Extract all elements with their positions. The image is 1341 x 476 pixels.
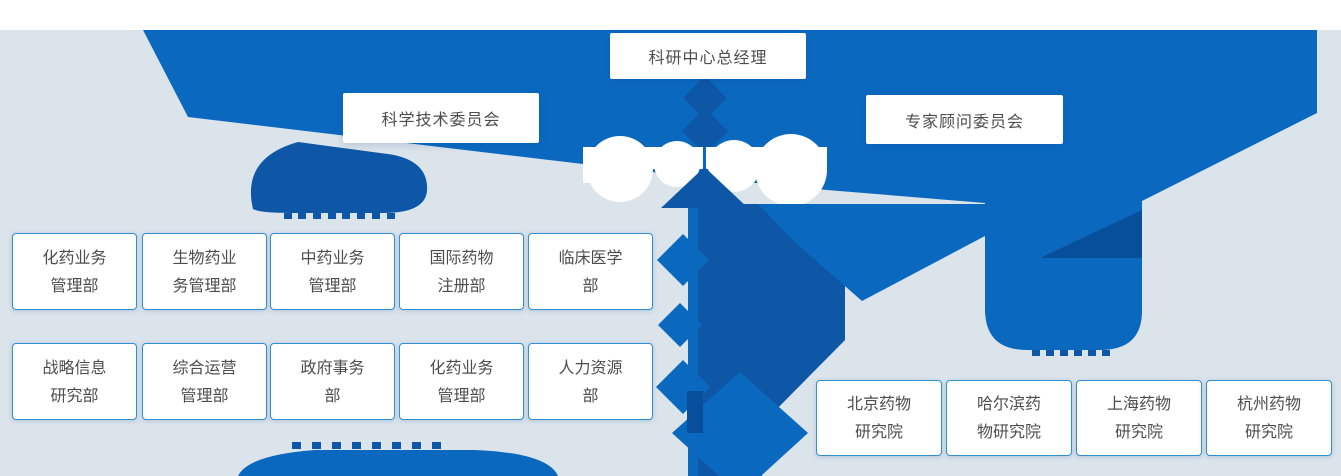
banner-dark-wedge bbox=[1040, 210, 1142, 258]
dept-box-row1-4: 国际药物 注册部 bbox=[399, 233, 524, 310]
dept-label-line1: 综合运营 bbox=[172, 357, 237, 377]
cloud-apex-triangle bbox=[661, 167, 748, 208]
dept-label-line2: 务管理部 bbox=[172, 275, 237, 295]
node-label: 科学技术委员会 bbox=[381, 110, 501, 129]
dept-box-row2-3: 政府事务 部 bbox=[270, 343, 395, 420]
institute-label-line2: 研究院 bbox=[1114, 422, 1163, 441]
institute-label-line1: 哈尔滨药 bbox=[976, 394, 1041, 413]
dept-label-line2: 注册部 bbox=[437, 275, 486, 295]
dept-box-row1-5: 临床医学 部 bbox=[528, 233, 653, 310]
institute-box-1: 北京药物 研究院 bbox=[816, 380, 942, 456]
dept-label-line1: 政府事务 bbox=[300, 357, 365, 377]
institute-box-3: 上海药物 研究院 bbox=[1076, 380, 1202, 456]
dept-label-line1: 人力资源 bbox=[558, 357, 623, 377]
cloud-shape-left bbox=[250, 142, 428, 213]
institute-label-line1: 北京药物 bbox=[846, 394, 911, 413]
node-label: 科研中心总经理 bbox=[648, 48, 768, 67]
dept-label-line2: 部 bbox=[582, 385, 599, 405]
node-science-tech-committee: 科学技术委员会 bbox=[343, 93, 539, 143]
dept-label-line2: 管理部 bbox=[50, 275, 99, 295]
dept-label-line1: 生物药业 bbox=[172, 247, 237, 267]
institute-box-4: 杭州药物 研究院 bbox=[1206, 380, 1332, 456]
dept-box-row2-1: 战略信息 研究部 bbox=[12, 343, 137, 420]
dept-box-row2-5: 人力资源 部 bbox=[528, 343, 653, 420]
cloud-left-serration bbox=[284, 213, 395, 219]
bottom-diamond bbox=[672, 372, 808, 476]
dept-label-line2: 管理部 bbox=[308, 275, 357, 295]
institute-label-line2: 物研究院 bbox=[976, 422, 1041, 441]
institute-label-line1: 上海药物 bbox=[1106, 394, 1171, 413]
dept-box-row1-2: 生物药业 务管理部 bbox=[142, 233, 267, 310]
institute-label-line1: 杭州药物 bbox=[1236, 394, 1301, 413]
dome-serration bbox=[292, 442, 441, 449]
dept-box-row2-4: 化药业务 管理部 bbox=[399, 343, 524, 420]
top-white-strip bbox=[0, 0, 1341, 30]
dept-label-line2: 管理部 bbox=[180, 385, 229, 405]
institute-label-line2: 研究院 bbox=[854, 422, 903, 441]
diamond-chain-icon bbox=[656, 208, 710, 476]
cloud-cutout-white bbox=[583, 134, 827, 206]
node-expert-advisory-committee: 专家顾问委员会 bbox=[866, 95, 1063, 144]
dept-box-row2-2: 综合运营 管理部 bbox=[142, 343, 267, 420]
node-general-manager: 科研中心总经理 bbox=[610, 33, 806, 79]
block-serration bbox=[1032, 350, 1110, 356]
dept-label-line1: 国际药物 bbox=[429, 247, 494, 267]
bottom-diamond-patch bbox=[687, 391, 703, 433]
node-label: 专家顾问委员会 bbox=[904, 111, 1024, 131]
dept-label-line1: 中药业务 bbox=[300, 247, 365, 267]
institute-box-2: 哈尔滨药 物研究院 bbox=[946, 380, 1072, 456]
diamond-connector-icon bbox=[683, 76, 727, 120]
cloud-shape-bottom bbox=[238, 450, 558, 476]
dept-label-line1: 战略信息 bbox=[42, 357, 107, 377]
dept-label-line2: 部 bbox=[324, 385, 341, 405]
dept-label-line1: 化药业务 bbox=[42, 247, 107, 267]
dept-box-row1-3: 中药业务 管理部 bbox=[270, 233, 395, 310]
cloud-connector-line bbox=[703, 147, 706, 171]
dept-label-line1: 化药业务 bbox=[429, 357, 494, 377]
dept-box-row1-1: 化药业务 管理部 bbox=[12, 233, 137, 310]
diagonal-wedge bbox=[758, 204, 985, 301]
diamond-connector-icon bbox=[682, 108, 728, 154]
dept-label-line1: 临床医学 bbox=[558, 247, 623, 267]
dept-label-line2: 管理部 bbox=[437, 385, 486, 405]
dept-label-line2: 研究部 bbox=[50, 385, 99, 405]
dept-label-line2: 部 bbox=[582, 275, 599, 295]
institute-label-line2: 研究院 bbox=[1244, 422, 1293, 441]
